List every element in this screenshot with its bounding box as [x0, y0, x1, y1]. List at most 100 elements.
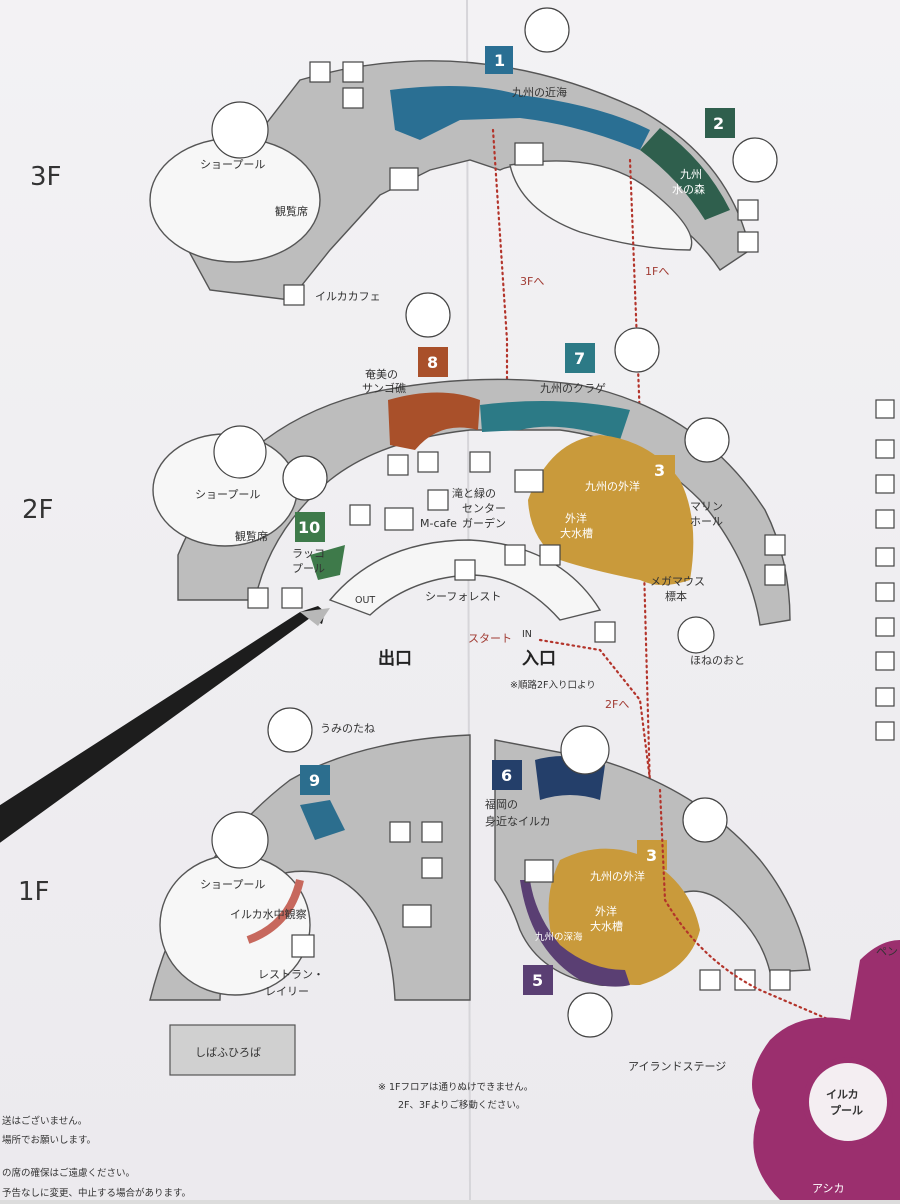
wheelchair-icon — [875, 474, 895, 494]
wheelchair-icon — [389, 821, 411, 843]
zone-6-number: 6 — [501, 766, 512, 785]
cafe-cup-icon — [875, 582, 895, 602]
shark-icon — [682, 797, 728, 843]
hone-label: ほねのおと — [690, 654, 745, 667]
baby-bottle-icon — [387, 454, 409, 476]
zone-5-area — [520, 880, 630, 987]
garden-label-b: センター — [462, 502, 506, 515]
sea-forest-label: シーフォレスト — [425, 590, 501, 603]
cafe-cup-icon — [427, 489, 449, 511]
zone-1-number: 1 — [494, 51, 505, 70]
footer-notes: 送はございません。 場所でお願いします。 の席の確保はご遠慮ください。 予告なし… — [2, 1115, 191, 1199]
zone-7-number: 7 — [574, 349, 585, 368]
island-stage-label: アイランドステージ — [628, 1060, 726, 1073]
zone-9-badge — [300, 765, 330, 795]
footer-note-1: 送はございません。 — [2, 1115, 87, 1127]
floor-1f: 1F ショープール イルカ水中観察 レストラン・ レイリー しばふひろば 9 う… — [18, 707, 832, 1111]
restroom-icon — [734, 969, 756, 991]
locker-icon — [454, 559, 476, 581]
restroom-icon — [421, 857, 443, 879]
zone-2-badge — [705, 108, 735, 138]
mcafe-label: M-cafe — [420, 517, 457, 530]
floor-1f-note-a: ※ 1Fフロアは通りぬけできません。 — [378, 1082, 533, 1093]
elevator-icon — [514, 469, 544, 493]
route-to-3f — [491, 128, 509, 422]
penguin-label: ペン — [876, 945, 898, 958]
zone-6-badge — [492, 760, 522, 790]
pen-body — [0, 606, 325, 843]
zone-3-badge-2f — [645, 455, 675, 485]
elevator-icon — [514, 142, 544, 166]
floor-label-2f: 2F — [22, 495, 54, 525]
cafe-cup-icon — [283, 284, 305, 306]
zone-3-number-2f: 3 — [654, 461, 665, 480]
sea-otter-icon — [282, 455, 328, 501]
zone-9-area — [300, 800, 345, 840]
restroom-icon — [421, 821, 443, 843]
ashika-label: アシカ — [812, 1182, 845, 1195]
pen-tip — [300, 608, 330, 626]
zone-10-label-a: ラッコ — [292, 547, 325, 560]
seedling-icon — [267, 707, 313, 753]
floor-label-1f: 1F — [18, 877, 50, 907]
wheelchair-icon — [417, 451, 439, 473]
drink-icon — [875, 547, 895, 567]
zone-2-number: 2 — [713, 114, 724, 133]
drink-icon — [594, 621, 616, 643]
route-label-2f: 2Fへ — [605, 698, 629, 711]
nursing-room-icon — [875, 509, 895, 529]
sea-forest-hall — [328, 539, 602, 621]
restroom-icon — [469, 451, 491, 473]
shark-icon — [684, 417, 730, 463]
zone-3-label-a-2f: 九州の外洋 — [585, 479, 640, 493]
lawn-area — [169, 1024, 296, 1076]
drink-icon — [504, 544, 526, 566]
zone-1-label: 九州の近海 — [512, 85, 567, 99]
restroom-icon — [875, 439, 895, 459]
show-pool-3f-label: ショープール — [200, 158, 265, 171]
zone-8-number: 8 — [427, 353, 438, 372]
floor-2f-walls — [177, 378, 791, 626]
zone-5-label: 九州の深海 — [535, 931, 583, 943]
underwater-window — [246, 879, 304, 944]
zone-6-label-b: 身近なイルカ — [485, 814, 551, 828]
restroom-icon — [737, 231, 759, 253]
elevator-icon — [389, 167, 419, 191]
zone-10-area — [310, 545, 345, 580]
footer-note-3: の席の確保はご遠慮ください。 — [2, 1167, 135, 1179]
lawn-label: しばふひろば — [195, 1046, 261, 1059]
coral-icon — [405, 292, 451, 338]
dolphin-icon — [211, 811, 269, 869]
restaurant-icon — [875, 651, 895, 671]
restaurant-label-a: レストラン・ — [258, 968, 324, 981]
megamouth-label-a: メガマウス — [650, 575, 705, 588]
zone-3-number-1f: 3 — [646, 846, 657, 865]
seats-3f-label: 観覧席 — [275, 204, 308, 218]
restroom-icon — [875, 399, 895, 419]
zone-8-area — [388, 392, 480, 450]
zone-3-label-b-2f: 外洋 — [565, 511, 587, 525]
floor-3f: 3F ショープール 観覧席 1 九州の近海 2 九州 水の森 イルカカフェ — [30, 7, 778, 306]
zone-8-label-b: サンゴ礁 — [362, 381, 406, 395]
dolphin-pool-label-a: イルカ — [826, 1088, 859, 1101]
in-label: IN — [522, 629, 532, 640]
legend-icons — [875, 399, 895, 741]
zone-9-number: 9 — [309, 771, 320, 790]
route-label-3f: 3Fへ — [520, 275, 544, 288]
floor-label-3f: 3F — [30, 162, 62, 192]
zone-6-label-a: 福岡の — [485, 797, 518, 811]
zone-3-label-c-1f: 大水槽 — [590, 919, 623, 933]
zone-7-label: 九州のクラゲ — [540, 382, 606, 395]
seats-2f-label: 観覧席 — [235, 529, 268, 543]
restroom-icon — [349, 504, 371, 526]
fish-bone-icon — [677, 616, 715, 654]
restroom-icon — [281, 587, 303, 609]
crab-icon — [567, 992, 613, 1038]
restroom-icon — [737, 199, 759, 221]
iruka-cafe-label: イルカカフェ — [315, 290, 381, 303]
restroom-icon — [764, 564, 786, 586]
underwater-label: イルカ水中観察 — [230, 907, 307, 921]
zone-3-label-a-1f: 九州の外洋 — [590, 869, 645, 883]
wheelchair-icon — [699, 969, 721, 991]
